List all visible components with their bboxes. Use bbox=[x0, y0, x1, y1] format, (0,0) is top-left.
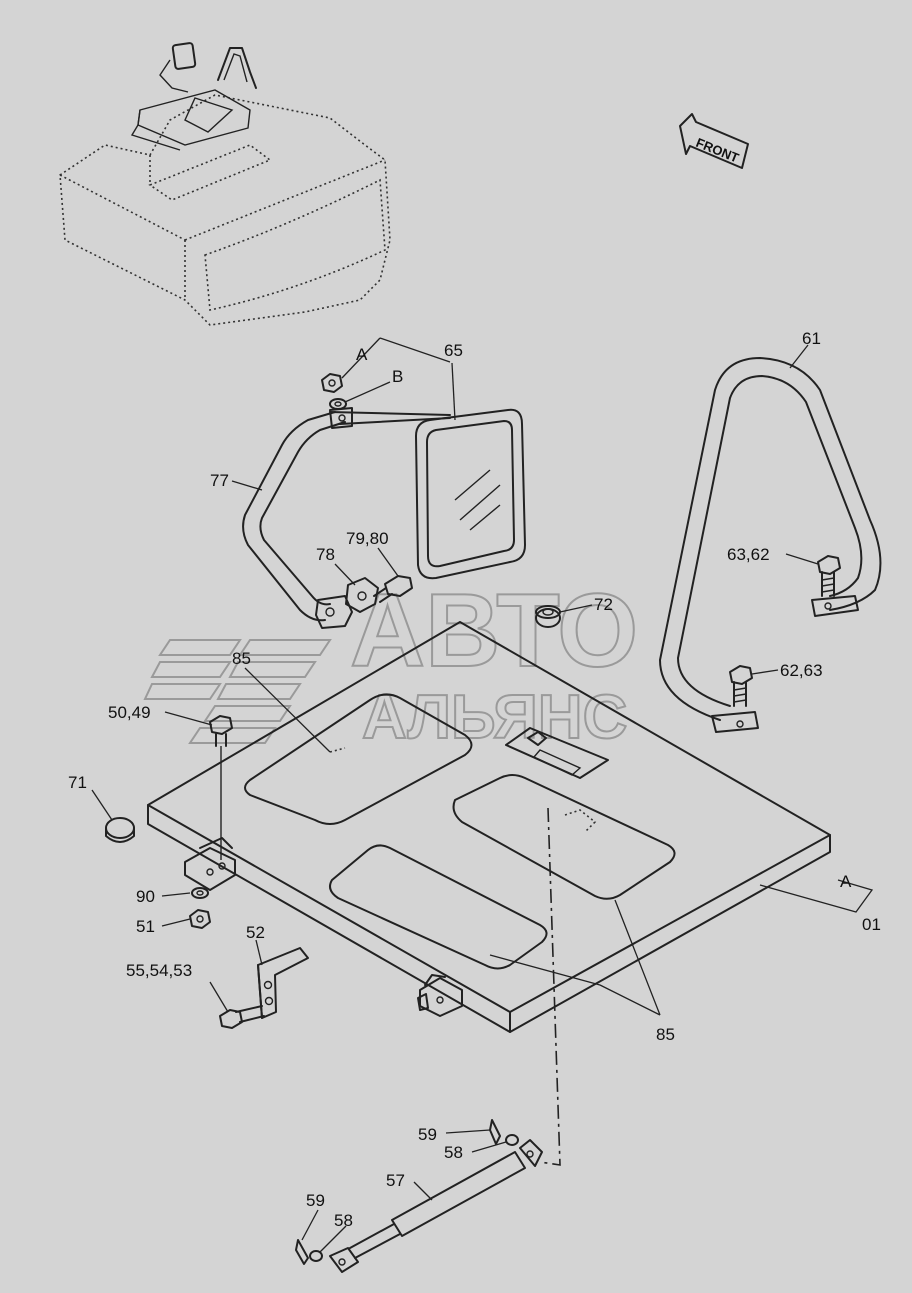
callout-62-63: 62,63 bbox=[780, 661, 823, 680]
callout-79-80: 79,80 bbox=[346, 529, 389, 548]
bolt-62-63 bbox=[729, 665, 753, 707]
callout-52: 52 bbox=[246, 923, 265, 942]
watermark-logo bbox=[143, 639, 332, 744]
callout-55-54-53: 55,54,53 bbox=[126, 961, 192, 980]
callout-77: 77 bbox=[210, 471, 229, 490]
bolt-55-54-53 bbox=[219, 1005, 265, 1029]
gas-spring-57 bbox=[329, 1139, 543, 1273]
mirror-assembly bbox=[242, 373, 526, 629]
callout-a-top: A bbox=[356, 345, 368, 364]
callout-57: 57 bbox=[386, 1171, 405, 1190]
pin-59-bottom bbox=[295, 1239, 309, 1265]
callout-a-right: A bbox=[840, 872, 852, 891]
callout-01: 01 bbox=[862, 915, 881, 934]
bracket-52 bbox=[257, 947, 309, 1019]
callout-b: B bbox=[392, 367, 403, 386]
hinge-left bbox=[184, 837, 236, 891]
machine-overview bbox=[59, 42, 391, 326]
washer-58-bottom bbox=[309, 1250, 323, 1262]
callout-63-62: 63,62 bbox=[727, 545, 770, 564]
bolt-63-62 bbox=[817, 555, 841, 597]
leader-lines bbox=[91, 337, 874, 1253]
callout-90: 90 bbox=[136, 887, 155, 906]
watermark-line2: АЛЬЯНС bbox=[362, 683, 627, 752]
nut-51 bbox=[189, 909, 211, 929]
callout-72: 72 bbox=[594, 595, 613, 614]
washer-b bbox=[329, 398, 347, 410]
pin-59-top bbox=[489, 1119, 501, 1145]
callout-59-top: 59 bbox=[418, 1125, 437, 1144]
callout-50-49: 50,49 bbox=[108, 703, 151, 722]
washer-58-top bbox=[505, 1134, 519, 1146]
handrail-61 bbox=[659, 357, 882, 733]
front-label: FRONT bbox=[694, 135, 741, 166]
washer-90 bbox=[191, 887, 209, 899]
callout-85-bottom: 85 bbox=[656, 1025, 675, 1044]
hinge-right bbox=[417, 974, 463, 1017]
callout-51: 51 bbox=[136, 917, 155, 936]
callout-58-top: 58 bbox=[444, 1143, 463, 1162]
watermark-line1: АВТО bbox=[350, 573, 638, 689]
callout-78: 78 bbox=[316, 545, 335, 564]
floor-plate bbox=[147, 621, 831, 1033]
watermark: АВТО АЛЬЯНС bbox=[143, 572, 639, 753]
nut-a bbox=[321, 373, 343, 393]
callout-61: 61 bbox=[802, 329, 821, 348]
front-arrow-icon: FRONT bbox=[679, 113, 749, 169]
callout-labels: 65 61 A B 77 78 79,80 63,62 72 62,63 85 … bbox=[68, 329, 881, 1230]
callout-58-bottom: 58 bbox=[334, 1211, 353, 1230]
bolt-50-49 bbox=[209, 715, 233, 860]
callout-59-bottom: 59 bbox=[306, 1191, 325, 1210]
cap-71 bbox=[105, 817, 135, 843]
clamp-78 bbox=[315, 577, 379, 629]
latch-plate bbox=[505, 727, 609, 779]
callout-71: 71 bbox=[68, 773, 87, 792]
callout-65: 65 bbox=[444, 341, 463, 360]
callout-85-top: 85 bbox=[232, 649, 251, 668]
